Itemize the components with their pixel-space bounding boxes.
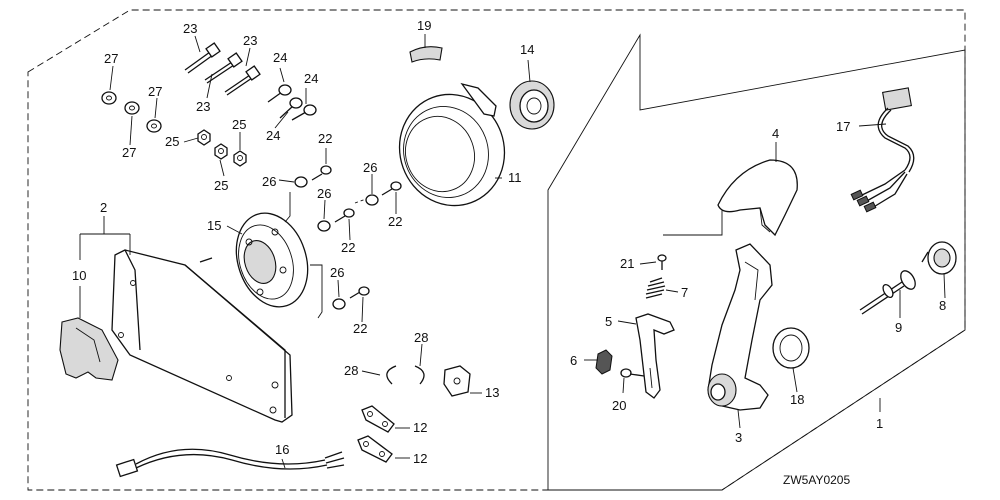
screw-part-24 xyxy=(267,84,292,103)
callout-23: 23 xyxy=(196,99,210,114)
callout-27: 27 xyxy=(122,145,136,160)
callout-6: 6 xyxy=(570,353,577,368)
wire-harness-part-16 xyxy=(115,448,345,478)
screw-part-24 xyxy=(279,97,303,119)
callout-16: 16 xyxy=(275,442,289,457)
callout-28: 28 xyxy=(344,363,358,378)
screw-part-22 xyxy=(311,165,332,181)
callout-26: 26 xyxy=(317,186,331,201)
nut-part-25 xyxy=(197,129,211,146)
cover-part-10 xyxy=(59,317,119,381)
callout-17: 17 xyxy=(836,119,850,134)
bracket-lines-2-10 xyxy=(79,216,131,318)
washer-part-26 xyxy=(332,298,346,310)
screw-part-24 xyxy=(291,104,317,121)
lever-part-5 xyxy=(635,313,675,399)
callout-25: 25 xyxy=(165,134,179,149)
callout-13: 13 xyxy=(485,385,499,400)
clip-part-28 xyxy=(386,365,397,385)
screw-part-22 xyxy=(381,181,402,196)
leader-lines xyxy=(109,34,946,469)
callout-12: 12 xyxy=(413,451,427,466)
assembly-frame xyxy=(27,9,966,491)
nut-part-25 xyxy=(233,150,247,167)
callout-5: 5 xyxy=(605,314,612,329)
callout-26: 26 xyxy=(262,174,276,189)
washer-part-26 xyxy=(294,176,308,188)
spring-part-7 xyxy=(645,277,666,299)
callout-12: 12 xyxy=(413,420,427,435)
screw-part-20 xyxy=(620,368,645,378)
callout-25: 25 xyxy=(232,117,246,132)
washer-part-26 xyxy=(365,194,379,206)
pin-part-21 xyxy=(657,254,667,270)
flange-bracket-lines xyxy=(284,192,367,319)
callout-22: 22 xyxy=(388,214,402,229)
plate-part-12 xyxy=(361,405,395,433)
callout-9: 9 xyxy=(895,320,902,335)
callout-11: 11 xyxy=(508,170,522,185)
callout-24: 24 xyxy=(266,128,280,143)
housing-part-2 xyxy=(111,249,293,423)
bolt-part-23 xyxy=(224,65,261,96)
lever-part-3 xyxy=(707,243,773,411)
callout-22: 22 xyxy=(353,321,367,336)
sub-assembly-frame xyxy=(547,33,966,491)
block-part-6 xyxy=(595,349,613,375)
switch-harness-part-17 xyxy=(850,87,915,213)
washer-part-27 xyxy=(146,119,162,133)
callout-20: 20 xyxy=(612,398,626,413)
callout-22: 22 xyxy=(341,240,355,255)
ring-part-11 xyxy=(398,93,506,207)
callout-1: 1 xyxy=(876,416,883,431)
callout-4: 4 xyxy=(772,126,779,141)
plate-part-12 xyxy=(357,435,393,463)
gear-part-14 xyxy=(509,80,555,130)
callout-15: 15 xyxy=(207,218,221,233)
plate-part xyxy=(460,82,497,117)
callout-23: 23 xyxy=(183,21,197,36)
bolt-part-23 xyxy=(184,42,221,74)
callout-8: 8 xyxy=(939,298,946,313)
cover-part-4 xyxy=(717,159,798,237)
callout-25: 25 xyxy=(214,178,228,193)
callout-21: 21 xyxy=(620,256,634,271)
callout-27: 27 xyxy=(148,84,162,99)
callout-27: 27 xyxy=(104,51,118,66)
callout-22: 22 xyxy=(318,131,332,146)
bracket-part-13 xyxy=(443,365,471,397)
spring-clip-part-19 xyxy=(409,46,443,63)
callout-24: 24 xyxy=(273,50,287,65)
washer-part-26 xyxy=(317,220,331,232)
callout-2: 2 xyxy=(100,200,107,215)
washer-part-27 xyxy=(101,91,117,105)
callout-24: 24 xyxy=(304,71,318,86)
clip-part-28 xyxy=(414,365,425,385)
bolt-part-23 xyxy=(204,52,243,84)
screw-part-22 xyxy=(334,208,355,223)
grommet-part-8 xyxy=(921,241,957,275)
callout-28: 28 xyxy=(414,330,428,345)
callout-19: 19 xyxy=(417,18,431,33)
flange-part-15 xyxy=(235,212,309,308)
shaft-part-9 xyxy=(859,270,916,315)
nut-part-25 xyxy=(214,143,228,160)
screw-part-22 xyxy=(349,286,370,299)
callout-7: 7 xyxy=(681,285,688,300)
callout-18: 18 xyxy=(790,392,804,407)
callout-3: 3 xyxy=(735,430,742,445)
callout-labels: 23 23 23 24 24 24 27 27 27 25 25 25 22 2… xyxy=(72,18,946,487)
callout-26: 26 xyxy=(330,265,344,280)
callout-10: 10 xyxy=(72,268,86,283)
washer-part-18 xyxy=(772,327,810,369)
washer-part-27 xyxy=(124,101,140,115)
callout-23: 23 xyxy=(243,33,257,48)
callout-14: 14 xyxy=(520,42,534,57)
diagram-code: ZW5AY0205 xyxy=(783,473,850,487)
callout-26: 26 xyxy=(363,160,377,175)
